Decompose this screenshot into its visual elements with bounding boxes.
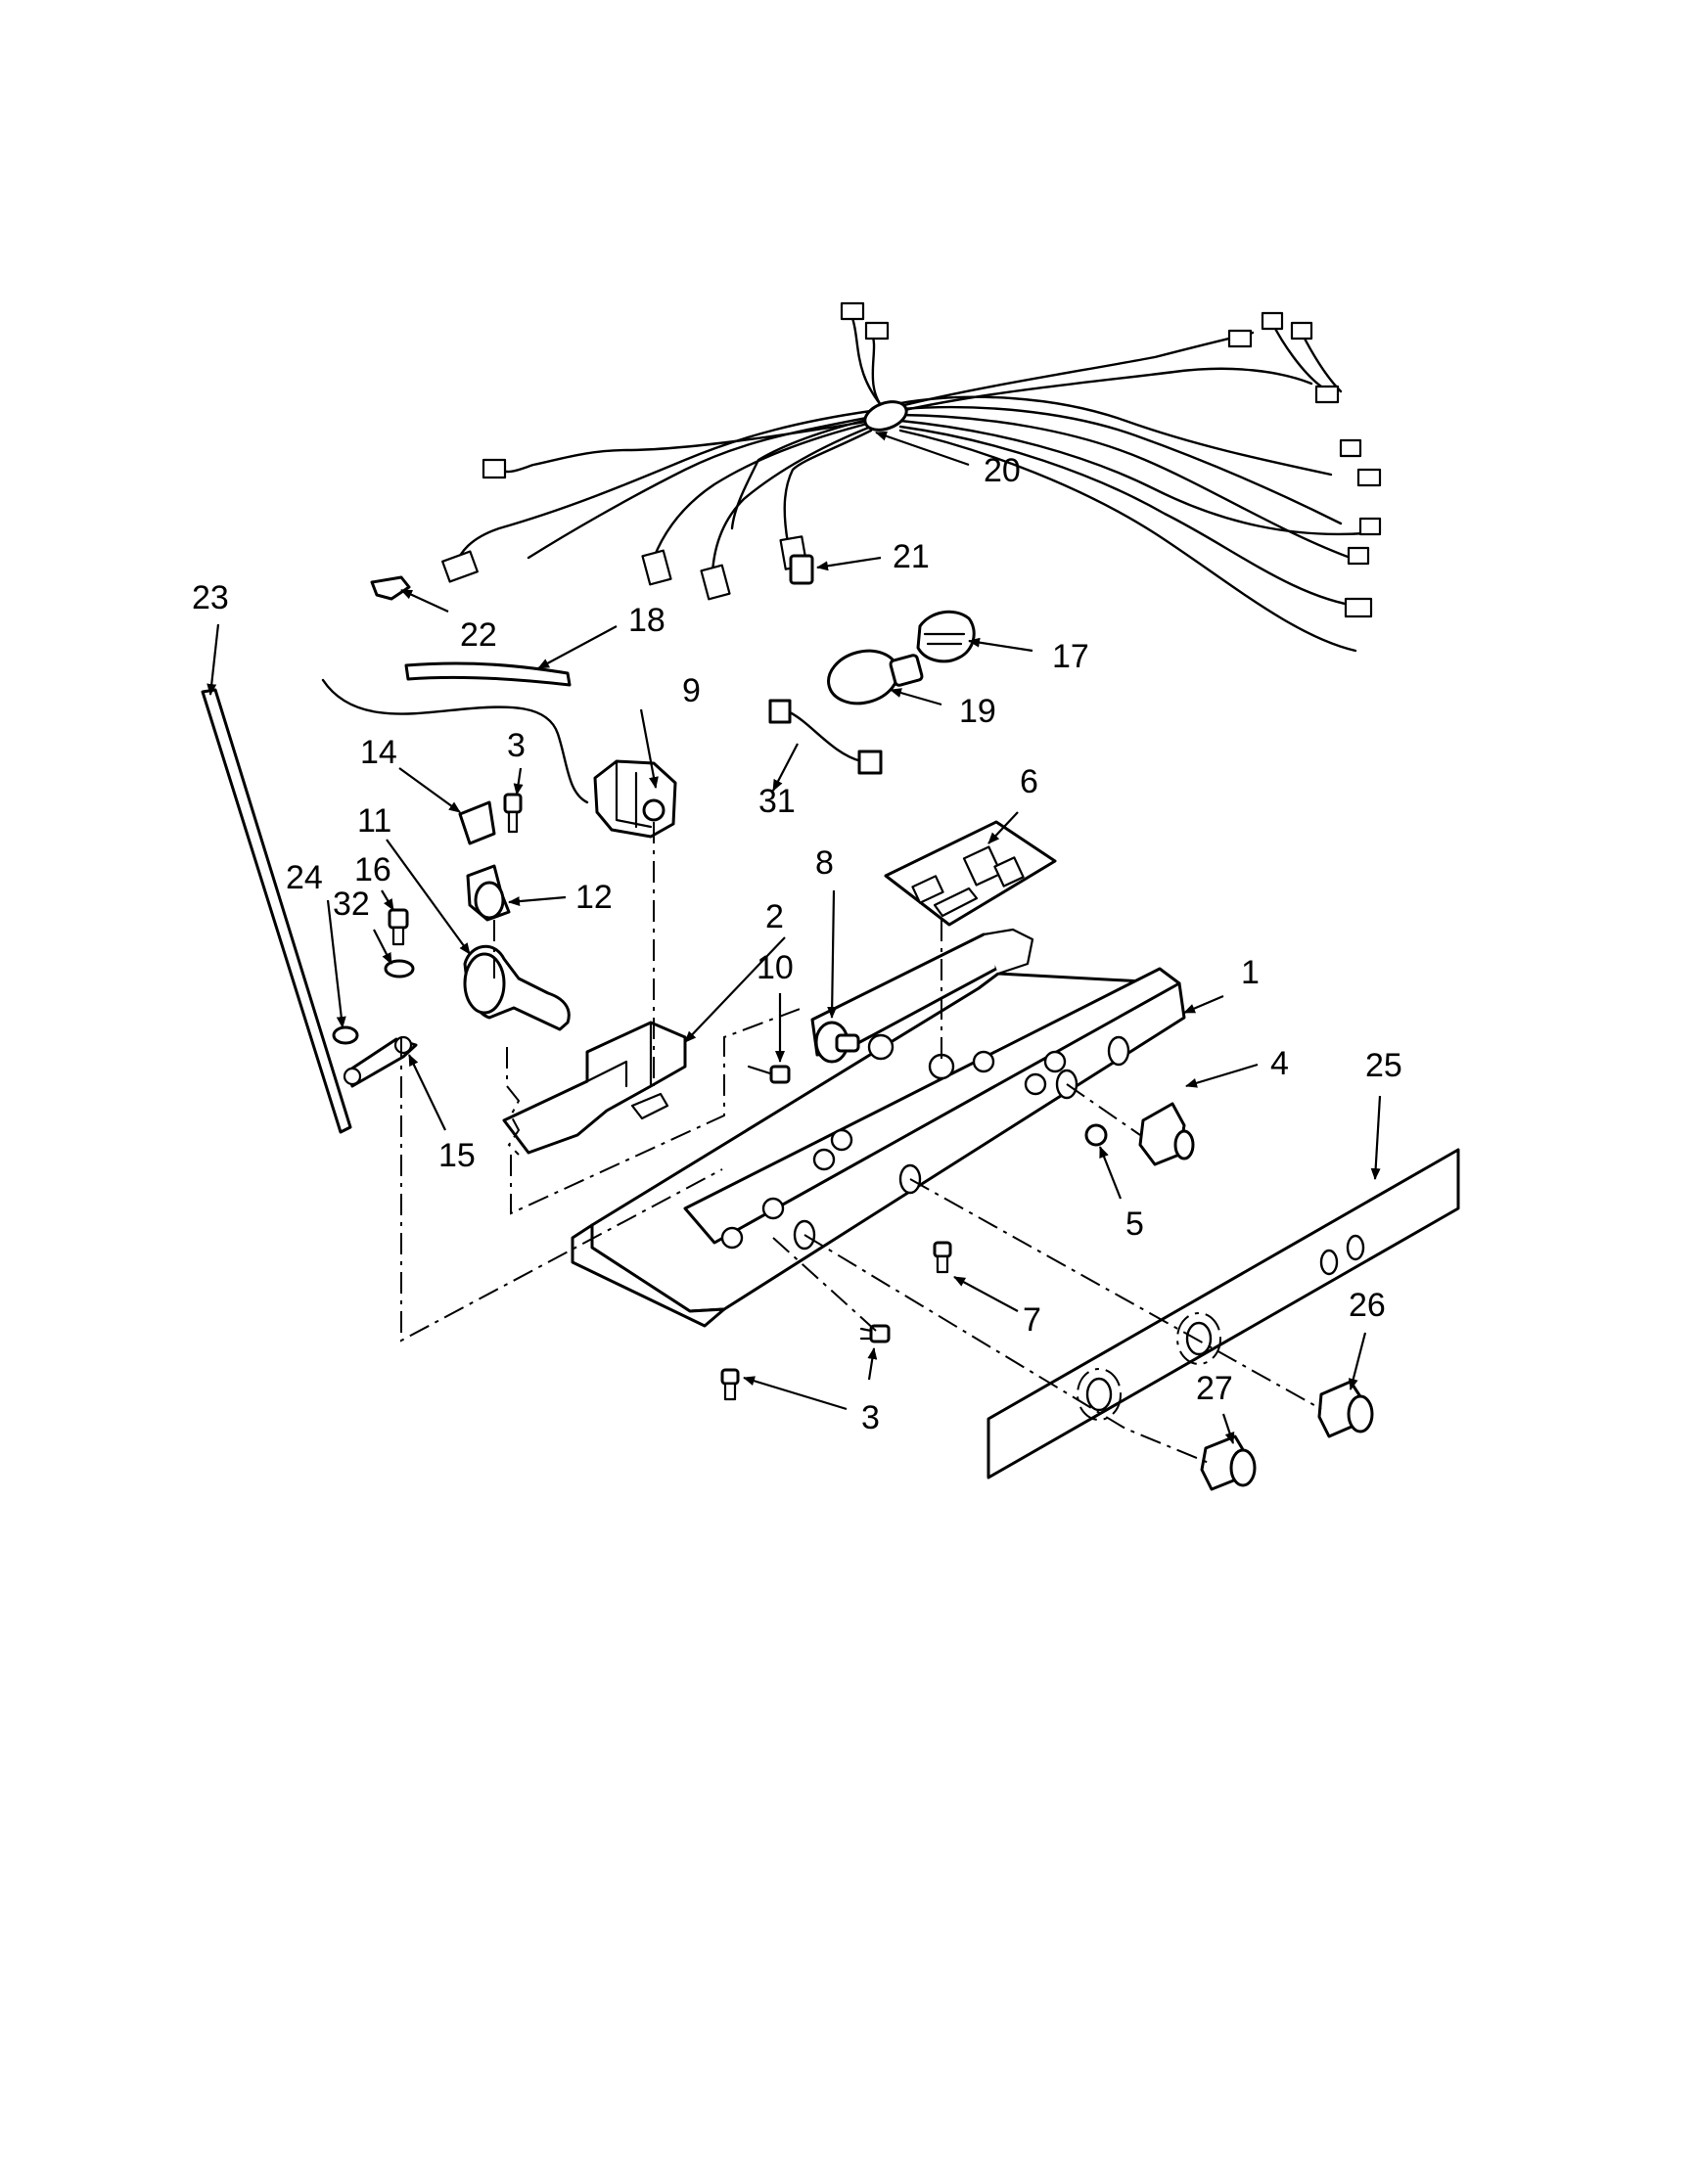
callout-4: 4	[1270, 1045, 1289, 1082]
leader-arrows	[207, 431, 1382, 1444]
clamp-12	[466, 864, 511, 922]
callout-7: 7	[1023, 1301, 1041, 1339]
callout-23: 23	[192, 579, 229, 616]
callout-20: 20	[984, 452, 1021, 489]
callout-14: 14	[360, 734, 397, 771]
thermostat-9	[593, 759, 677, 839]
bracket-14	[458, 800, 496, 845]
button-5	[1084, 1123, 1108, 1147]
callout-labels: 1 2 3 3 4 5 6 7 8 9 10 11 12 14 15 16 17…	[192, 452, 1402, 1436]
screw-3-upper	[503, 793, 523, 834]
callout-9: 9	[682, 672, 701, 709]
callout-2: 2	[765, 898, 784, 935]
washer-32	[384, 959, 415, 978]
alignment-lines	[400, 822, 1322, 1464]
callout-27: 27	[1196, 1370, 1233, 1407]
callout-21: 21	[893, 538, 930, 575]
control-panel-25	[987, 1148, 1460, 1479]
screw-16	[388, 908, 409, 946]
callout-32: 32	[333, 886, 370, 923]
capillary-tube	[321, 678, 589, 804]
knob-27	[1200, 1434, 1257, 1491]
clip-21	[789, 554, 814, 585]
callout-31: 31	[758, 783, 796, 820]
callout-15: 15	[438, 1137, 476, 1174]
screw-3-lower-a	[720, 1368, 740, 1401]
callout-19: 19	[959, 693, 996, 730]
callout-16: 16	[354, 851, 391, 888]
callout-24: 24	[286, 859, 323, 896]
callout-1: 1	[1241, 954, 1260, 991]
washer-24	[332, 1025, 359, 1045]
callout-12: 12	[575, 879, 613, 916]
screw-10	[747, 1065, 791, 1084]
light-bulb-19	[827, 649, 924, 705]
callout-22: 22	[460, 616, 497, 654]
callout-26: 26	[1349, 1287, 1386, 1324]
wire-harness	[441, 301, 1382, 653]
callout-17: 17	[1052, 638, 1089, 675]
callout-25: 25	[1365, 1047, 1402, 1084]
control-board-6	[884, 820, 1057, 927]
screw-3-lower-b	[859, 1324, 891, 1343]
button-8	[814, 1021, 860, 1064]
callout-3-lower: 3	[861, 1399, 880, 1436]
callout-10: 10	[757, 949, 794, 986]
switch-4	[1138, 1102, 1195, 1166]
control-shaft-11	[463, 944, 571, 1031]
tube-18	[404, 661, 572, 687]
callout-11: 11	[357, 802, 391, 840]
screw-7	[933, 1241, 952, 1274]
callout-5: 5	[1125, 1206, 1144, 1243]
callout-18: 18	[628, 602, 665, 639]
callout-6: 6	[1020, 763, 1038, 800]
mounting-bracket-2	[502, 1021, 687, 1155]
callout-3-upper: 3	[507, 727, 526, 764]
control-housing-1	[571, 928, 1186, 1328]
clip-22	[370, 575, 411, 601]
lamp-socket-17	[916, 610, 976, 663]
callout-8: 8	[815, 844, 834, 882]
knob-26	[1317, 1380, 1374, 1438]
jumper-wire-31	[768, 699, 883, 775]
